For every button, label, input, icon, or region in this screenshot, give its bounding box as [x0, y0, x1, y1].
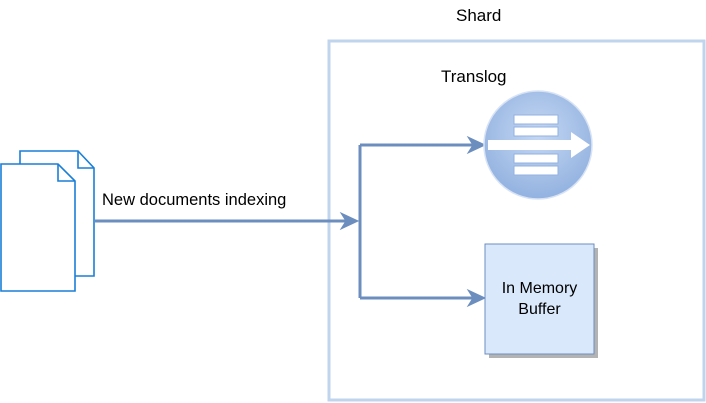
buffer-label-line1: In Memory: [501, 280, 578, 297]
translog-title: Translog: [441, 67, 507, 86]
indexing-arrow: [95, 211, 360, 231]
indexing-edge-label: New documents indexing: [102, 191, 287, 209]
documents-icon[interactable]: [0, 150, 95, 292]
translog-arrow: [360, 135, 487, 155]
queue-arrow-icon[interactable]: [483, 90, 593, 200]
buffer-label-line2: Buffer: [518, 301, 561, 318]
buffer-box[interactable]: [484, 243, 595, 355]
shard-title: Shard: [456, 6, 502, 25]
buffer-label: In Memory Buffer: [485, 244, 594, 354]
buffer-arrow: [360, 288, 487, 308]
